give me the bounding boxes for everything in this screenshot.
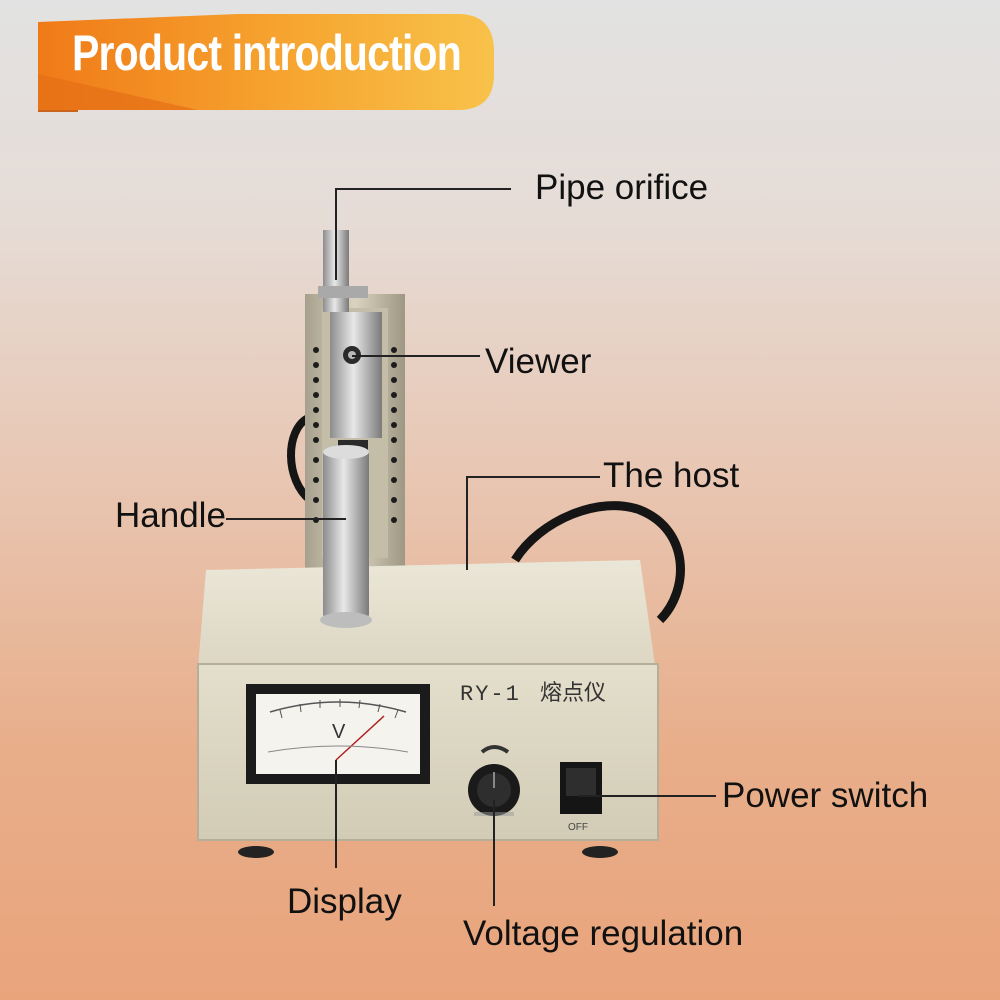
label-voltage-regulation: Voltage regulation (463, 914, 744, 953)
vent-holes (313, 347, 397, 523)
meter-unit: V (332, 721, 346, 743)
title-banner (38, 14, 494, 112)
label-power-switch: Power switch (722, 776, 929, 815)
handle-rod (323, 448, 369, 620)
host-top (198, 560, 655, 668)
banner-shape (38, 14, 494, 112)
model-label: RY-1 (460, 682, 521, 707)
model-name-cn: 熔点仪 (540, 681, 606, 706)
callout-line-viewer (352, 355, 480, 357)
callout-line-host-vertical (466, 476, 468, 570)
callout-line-voltage (493, 800, 495, 906)
power-cord (511, 501, 685, 624)
callout-line-host-horizontal (466, 476, 600, 478)
callout-line-display (335, 760, 337, 868)
callout-line-power (578, 795, 716, 797)
switch-off-label: OFF (568, 822, 588, 833)
callout-line-handle (226, 518, 346, 520)
callout-line-pipe-horizontal (335, 188, 511, 190)
label-the-host: The host (603, 456, 740, 495)
label-display: Display (287, 882, 402, 921)
callout-line-pipe-vertical (335, 188, 337, 280)
label-handle: Handle (115, 496, 226, 535)
page-title: Product introduction (72, 25, 462, 81)
label-pipe-orifice: Pipe orifice (535, 168, 709, 207)
label-viewer: Viewer (485, 342, 592, 381)
